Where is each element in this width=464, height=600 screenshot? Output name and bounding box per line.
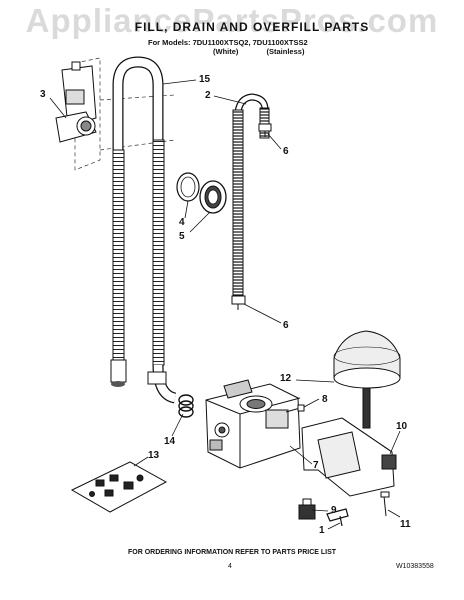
part-5-seal-ring	[199, 180, 227, 214]
model-variants: (White) (Stainless)	[213, 47, 330, 56]
part-6-clamp-upper	[258, 123, 272, 137]
part-15-drain-hose-right	[147, 139, 177, 404]
model-numbers: For Models: 7DU1100XTSQ2, 7DU1100XTSS2	[148, 38, 308, 47]
part-9-microswitch	[298, 498, 316, 520]
part-8-screw	[285, 404, 305, 413]
callout-1: 1	[319, 525, 325, 536]
document-number: W10383558	[396, 563, 434, 570]
callout-8: 8	[322, 394, 328, 405]
variant-stainless: (Stainless)	[266, 47, 305, 56]
variant-white: (White)	[213, 47, 239, 56]
callout-6-lower: 6	[283, 320, 289, 331]
part-11-screw	[380, 491, 390, 517]
part-3-fill-funnel	[55, 61, 97, 143]
part-7-pump-motor-assembly	[205, 379, 301, 469]
leader-lines	[49, 79, 401, 530]
callout-10: 10	[396, 421, 408, 432]
part-6-clamp-lower	[231, 295, 246, 310]
callout-11: 11	[400, 519, 411, 530]
callout-14: 14	[164, 436, 176, 447]
callout-2: 2	[205, 90, 211, 101]
callout-6-upper: 6	[283, 146, 289, 157]
callout-7: 7	[313, 460, 319, 471]
callout-4: 4	[179, 217, 185, 228]
part-1-actuator-lever	[326, 508, 349, 527]
callout-3: 3	[40, 89, 46, 100]
watermark: AppliancePartsPros.com	[25, 2, 439, 39]
part-13-hardware-kit	[70, 461, 168, 513]
callout-15: 15	[199, 74, 211, 85]
part-10-switch-housing	[301, 417, 397, 497]
part-15-drain-hose-left	[110, 56, 164, 387]
callout-5: 5	[179, 231, 185, 242]
page-number: 4	[228, 563, 232, 570]
callout-12: 12	[280, 373, 292, 384]
part-4-gasket	[176, 172, 200, 202]
page-title: FILL, DRAIN AND OVERFILL PARTS	[134, 20, 370, 34]
ordering-notice: FOR ORDERING INFORMATION REFER TO PARTS …	[127, 549, 337, 556]
part-14-hose-clamp	[178, 394, 194, 418]
part-12-float	[333, 330, 401, 429]
callout-13: 13	[148, 450, 160, 461]
callout-9: 9	[331, 505, 337, 516]
